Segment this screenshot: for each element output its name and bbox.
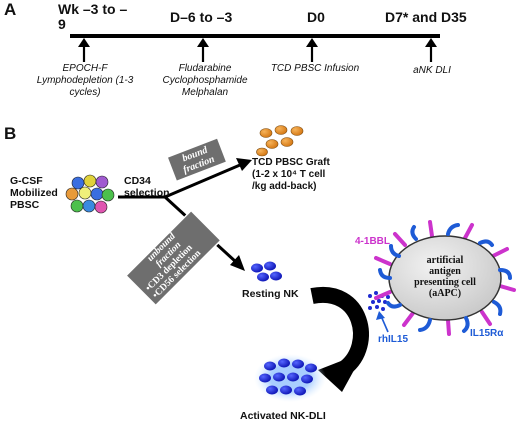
source-label: G-CSF Mobilized PBSC <box>10 175 58 211</box>
label-rhil15: rhIL15 <box>378 334 409 345</box>
selection-label: CD34 selection <box>124 175 170 199</box>
graft-detail: (1-2 x 10⁴ T cell /kg add-back) <box>252 169 326 192</box>
tcd-graft-cells <box>256 125 304 157</box>
resting-nk-cells <box>251 261 282 282</box>
timepoint-3-arrow <box>306 38 318 62</box>
timepoint-1-desc: EPOCH-F Lymphodepletion (1-3 cycles) <box>36 63 134 98</box>
timepoint-4-label: D7* and D35 <box>385 9 467 25</box>
panel-b-label: B <box>4 124 17 143</box>
timepoint-2-desc: Fludarabine Cyclophosphamide Melphalan <box>162 63 248 98</box>
timepoint-1-label: Wk –3 to –9 <box>58 1 128 32</box>
aapc-line-3: presenting cell <box>414 277 476 288</box>
timepoint-4-desc: aNK DLI <box>413 65 451 76</box>
timepoint-4-arrow <box>425 38 437 62</box>
pbsc-cell-cluster <box>65 174 115 214</box>
label-4-1bbl: 4-1BBL <box>355 236 391 247</box>
aapc-label: artificial antigen presenting cell (aAPC… <box>402 255 488 299</box>
graft-title: TCD PBSC Graft <box>252 157 330 168</box>
aapc-line-1: artificial <box>426 255 464 266</box>
aapc-line-2: antigen <box>429 266 461 277</box>
timepoint-3-desc: TCD PBSC Infusion <box>270 63 360 74</box>
timepoint-2-arrow <box>197 38 209 62</box>
timepoint-1-arrow <box>78 38 90 62</box>
panel-a-label: A <box>4 0 17 19</box>
aapc-cell <box>374 220 516 336</box>
aapc-line-4: (aAPC) <box>428 288 462 299</box>
activated-nk-cells <box>254 354 326 402</box>
timepoint-2-label: D–6 to –3 <box>170 9 233 25</box>
timepoint-3-label: D0 <box>307 9 325 25</box>
label-il15ra: IL15Rα <box>470 328 504 339</box>
timeline-bar <box>70 34 440 38</box>
resting-nk-label: Resting NK <box>242 288 299 300</box>
activated-nk-label: Activated NK-DLI <box>240 410 326 422</box>
